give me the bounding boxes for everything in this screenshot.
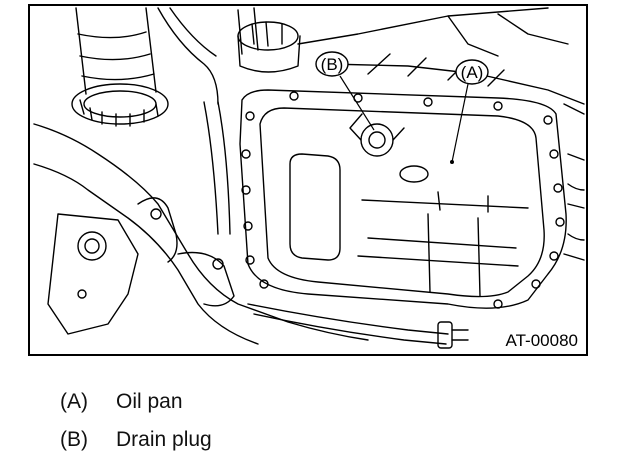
legend-text: Drain plug (116, 428, 212, 451)
intake-pipe (75, 7, 157, 95)
figure-frame (28, 4, 588, 356)
legend-key: (A) (60, 390, 88, 413)
legend: (A) Oil pan (B) Drain plug (60, 390, 212, 466)
callout-b-label: (B) (321, 55, 344, 74)
callout-b-leader (339, 75, 375, 131)
left-plug (77, 231, 107, 261)
line-art (33, 7, 585, 349)
legend-item-b: (B) Drain plug (60, 428, 212, 466)
diagram-figure: (A) (B) AT-00080 (28, 4, 588, 356)
oil-pan-body (259, 107, 545, 298)
legend-text: Oil pan (116, 390, 183, 413)
legend-item-a: (A) Oil pan (60, 390, 212, 428)
figure-id: AT-00080 (506, 331, 578, 350)
flange-bolts (241, 91, 565, 309)
callout-b: (B) (315, 51, 375, 131)
callout-a-leader (451, 83, 469, 163)
callout-a: (A) (450, 59, 489, 164)
pipe-flange (71, 83, 169, 125)
callout-a-label: (A) (461, 63, 484, 82)
engine-oil-pan-illustration: (A) (B) AT-00080 (28, 4, 588, 356)
legend-key: (B) (60, 428, 88, 451)
oil-pan-flange (239, 89, 567, 309)
